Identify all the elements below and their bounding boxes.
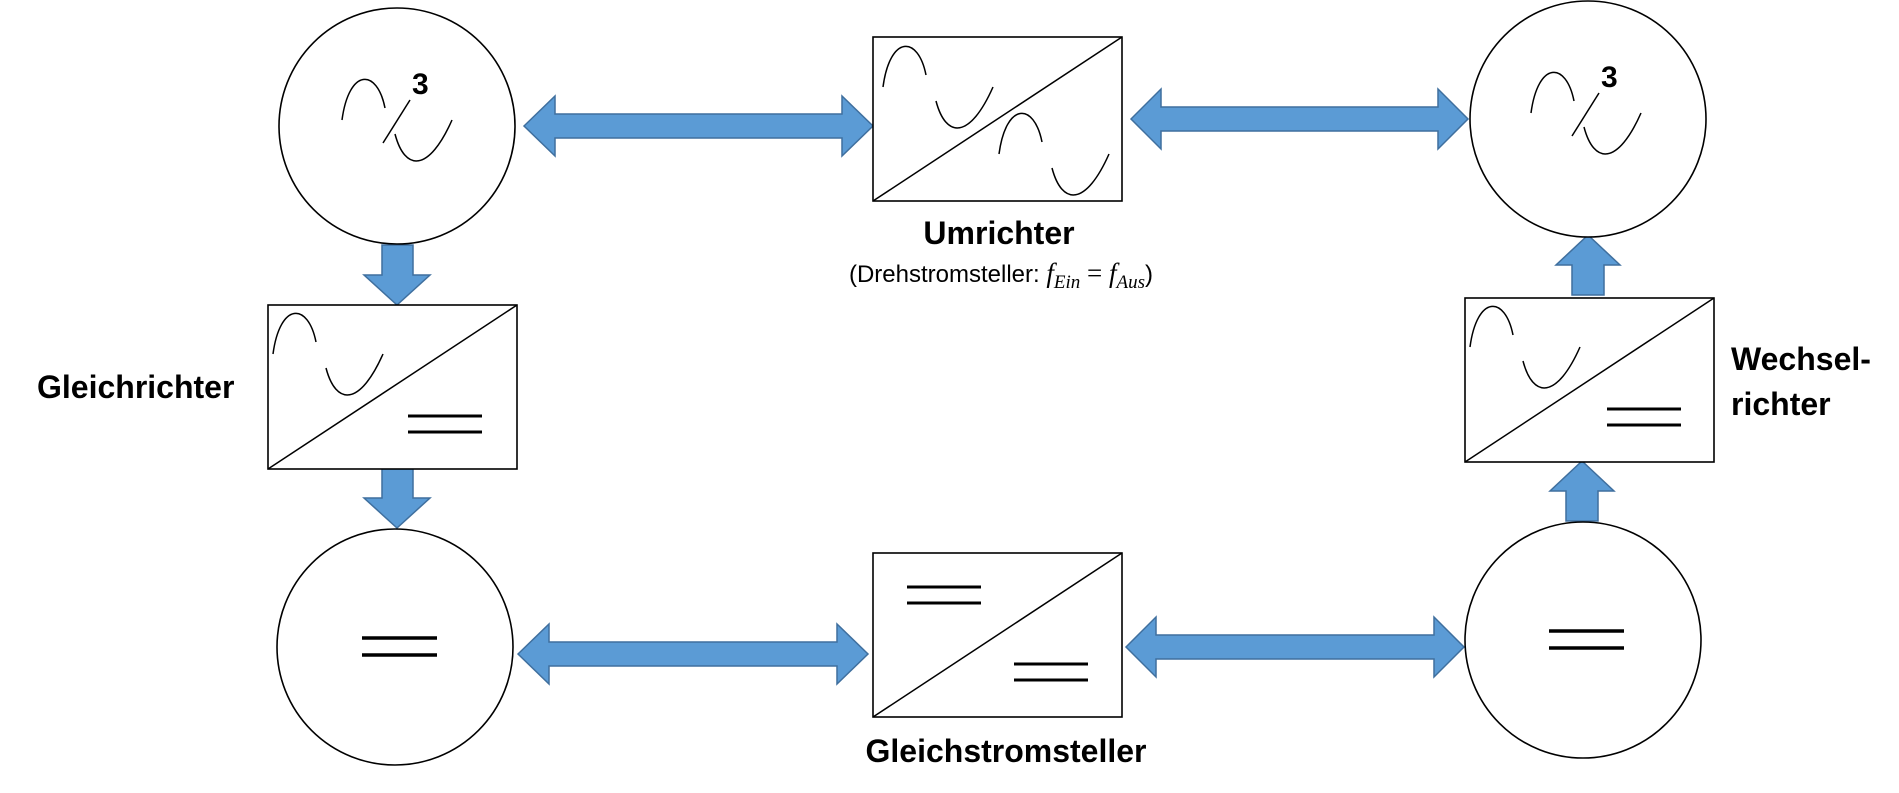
arrow-ac-left-to-umrichter bbox=[522, 94, 875, 158]
dc-node-right bbox=[1464, 521, 1702, 759]
gleichstromsteller-box bbox=[872, 552, 1123, 718]
dc-node-left bbox=[276, 528, 514, 766]
ac-node-right: 3 bbox=[1469, 0, 1707, 238]
arrow-gleichrichter-to-dc-left bbox=[362, 467, 432, 530]
wechselrichter-box bbox=[1464, 297, 1715, 463]
umrichter-note: (Drehstromsteller: fEin = fAus) bbox=[849, 258, 1153, 293]
arrow-wechselrichter-to-ac-right bbox=[1554, 233, 1622, 296]
arrow-umrichter-to-ac-right bbox=[1129, 87, 1470, 151]
dc-icon bbox=[362, 636, 437, 657]
wechselrichter-label-line2: richter bbox=[1731, 386, 1831, 422]
umrichter-label: Umrichter bbox=[923, 215, 1074, 251]
dc-icon bbox=[1549, 629, 1624, 650]
dc-ac-icon bbox=[1469, 305, 1681, 427]
ac-node-left: 3 bbox=[278, 7, 516, 245]
arrow-gleichstromsteller-to-dc-right bbox=[1124, 615, 1466, 679]
phase-count-label: 3 bbox=[1601, 61, 1618, 94]
arrow-dc-left-to-gleichstromsteller bbox=[516, 622, 870, 686]
three-phase-ac-icon: 3 bbox=[1530, 61, 1642, 155]
three-phase-ac-icon: 3 bbox=[341, 68, 453, 162]
umrichter-box bbox=[872, 36, 1123, 202]
gleichrichter-label: Gleichrichter bbox=[37, 369, 234, 405]
wechselrichter-label-line1: Wechsel- bbox=[1731, 341, 1871, 377]
phase-count-label: 3 bbox=[412, 68, 429, 101]
gleichstromsteller-label: Gleichstromsteller bbox=[866, 733, 1147, 769]
arrow-dc-right-to-wechselrichter bbox=[1548, 459, 1616, 522]
dc-dc-icon bbox=[907, 585, 1088, 682]
ac-dc-icon bbox=[272, 312, 482, 434]
gleichrichter-box bbox=[267, 304, 518, 470]
arrow-ac-left-to-gleichrichter bbox=[362, 244, 432, 307]
